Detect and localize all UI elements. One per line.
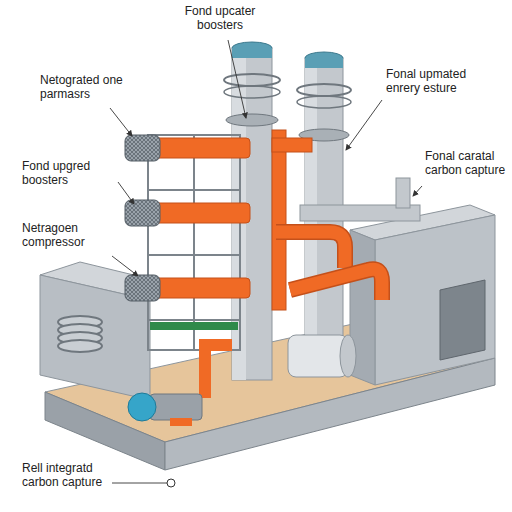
callout-label: Fond upgred boosters	[22, 160, 117, 188]
callout-label: Netragoen compressor	[22, 222, 132, 250]
callout-label: Rell integratd carbon capture	[22, 462, 110, 490]
callout-label: Netograted one parmasrs	[40, 74, 140, 102]
callout-label: Fonal upmated enrery esture	[386, 68, 496, 96]
callout-label: Fonal caratal carbon capture	[425, 150, 508, 178]
callout-label: Fond upcater boosters	[170, 5, 270, 33]
